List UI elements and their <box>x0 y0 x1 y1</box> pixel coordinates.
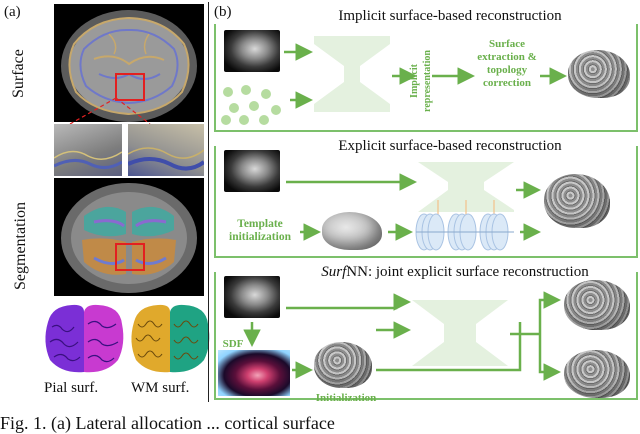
implicit-output-brain <box>568 50 630 98</box>
surfnn-title: SurfNN: joint explicit surface reconstru… <box>290 264 620 281</box>
figure-caption: Fig. 1. (a) Lateral allocation ... corti… <box>0 413 335 433</box>
explicit-mri-input <box>224 150 280 192</box>
initialization-label: Initialization <box>315 392 377 404</box>
segmentation-mri-slice <box>54 178 204 296</box>
surfnn-box <box>214 272 638 400</box>
implicit-title: Implicit surface-based reconstruction <box>338 8 562 24</box>
panel-b-label: (b) <box>214 4 232 20</box>
zoom-patch-right <box>127 124 206 176</box>
surfnn-output-brain-bottom <box>564 350 630 398</box>
template-brain <box>322 212 382 250</box>
explicit-box <box>214 146 638 258</box>
surface-mri-slice <box>54 4 204 122</box>
ode-blocks <box>414 212 518 252</box>
sdf-label: SDF <box>222 338 244 350</box>
pial-surface-brain <box>42 302 126 376</box>
panel-divider <box>208 2 209 402</box>
wm-label: WM surf. <box>131 380 190 396</box>
wm-surface-brain <box>128 302 212 376</box>
zoom-patch-left <box>53 124 123 176</box>
implicit-arrows <box>284 43 567 109</box>
surfnn-init-brain <box>314 342 372 388</box>
surfnn-output-brain-top <box>564 280 630 330</box>
surfnn-title-rest: NN: joint explicit surface reconstructio… <box>346 264 589 280</box>
pial-label: Pial surf. <box>44 380 99 396</box>
panel-a-label: (a) <box>4 4 21 20</box>
surfnn-network <box>412 300 508 366</box>
explicit-title: Explicit surface-based reconstruction <box>338 138 562 154</box>
implicit-box <box>214 24 638 132</box>
implicit-points <box>220 84 286 126</box>
implicit-mri-input <box>224 30 280 72</box>
surfnn-title-italic: Surf <box>321 264 347 280</box>
implicit-network <box>314 36 390 112</box>
template-init-label: Template initialization <box>229 218 291 243</box>
explicit-arrows <box>286 173 541 241</box>
explicit-output-brain <box>544 174 610 228</box>
sdf-map <box>218 350 290 396</box>
surface-extraction-label: Surface extraction & topology correction <box>477 38 537 89</box>
surfnn-mri-input <box>224 276 280 318</box>
